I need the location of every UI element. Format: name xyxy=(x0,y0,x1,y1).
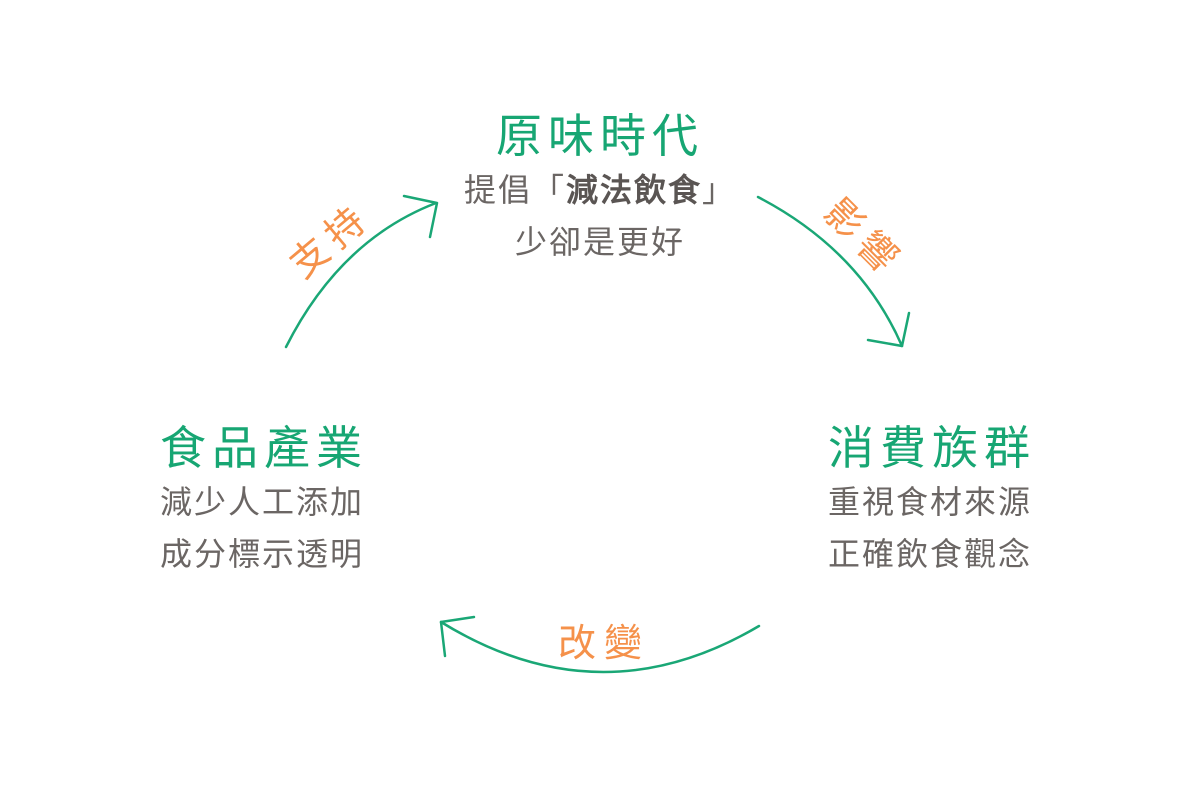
node-left-line2: 成分標示透明 xyxy=(160,535,365,573)
node-top: 原味時代 提倡「減法飲食」 少卻是更好 xyxy=(0,108,1200,268)
node-top-line2: 少卻是更好 xyxy=(514,223,685,261)
node-right-line2: 正確飲食觀念 xyxy=(828,535,1033,573)
node-top-line1-prefix: 提倡「 xyxy=(463,171,566,209)
node-top-line1: 提倡「減法飲食」 xyxy=(0,164,1200,216)
edge-label-change: 改變 xyxy=(558,621,651,665)
node-right: 消費族群 重視食材來源 正確飲食觀念 xyxy=(828,420,1036,580)
node-top-line1-bold: 減法飲食 xyxy=(565,171,702,209)
arrow-change xyxy=(439,620,761,674)
arrow-support xyxy=(284,201,438,349)
arrow-influence-head xyxy=(866,311,911,348)
node-top-title: 原味時代 xyxy=(496,109,704,163)
node-left-title: 食品產業 xyxy=(160,421,368,475)
node-left: 食品產業 減少人工添加 成分標示透明 xyxy=(160,420,368,580)
arrow-influence xyxy=(756,195,904,348)
arrow-change-head xyxy=(439,615,476,658)
arrow-support-head xyxy=(402,194,439,239)
node-top-line1-suffix: 」 xyxy=(702,171,737,209)
node-right-line1: 重視食材來源 xyxy=(828,483,1033,521)
node-left-line1: 減少人工添加 xyxy=(160,483,365,521)
node-right-title: 消費族群 xyxy=(828,421,1036,475)
